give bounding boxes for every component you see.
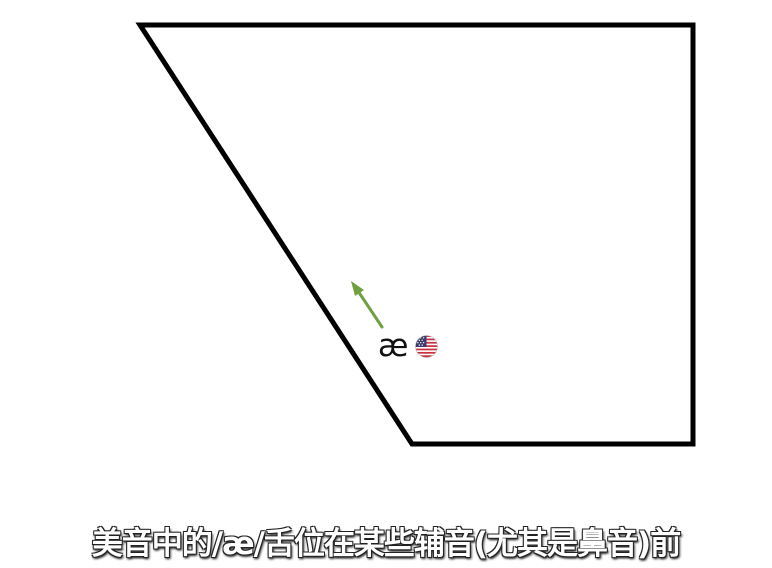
tongue-shift-arrow — [351, 281, 384, 329]
vowel-symbol: æ — [378, 328, 409, 364]
us-flag-icon — [415, 335, 438, 358]
subtitle-caption: 美音中的/æ/舌位在某些辅音(尤其是鼻音)前 — [91, 526, 681, 562]
vowel-quadrilateral — [135, 22, 696, 447]
